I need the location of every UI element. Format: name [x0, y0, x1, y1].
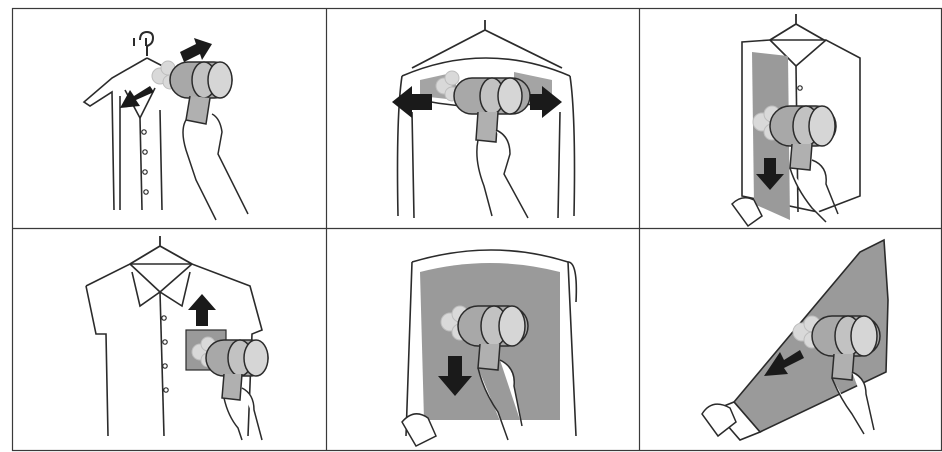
panel-2 — [392, 20, 575, 218]
panel-3 — [732, 14, 860, 226]
up-arrow-icon — [188, 294, 216, 326]
steamer-pocket-icon — [206, 340, 268, 400]
panel-5 — [402, 250, 576, 446]
hanger-icon — [412, 20, 562, 68]
up-right-arrow-icon — [180, 38, 212, 62]
hanger-icon — [130, 236, 192, 264]
panel-4 — [86, 236, 268, 440]
hanger-icon — [770, 14, 824, 40]
panel-6 — [702, 240, 888, 440]
panel-1 — [84, 32, 248, 220]
hand-icon — [477, 130, 528, 218]
shirt-buttons — [142, 130, 148, 194]
hand-icon — [183, 114, 248, 220]
steamer-collar-icon — [170, 62, 232, 124]
steamer-shoulders-icon — [454, 78, 530, 142]
hanger-hook-icon — [134, 32, 153, 56]
down-left-arrow-icon — [120, 86, 154, 108]
